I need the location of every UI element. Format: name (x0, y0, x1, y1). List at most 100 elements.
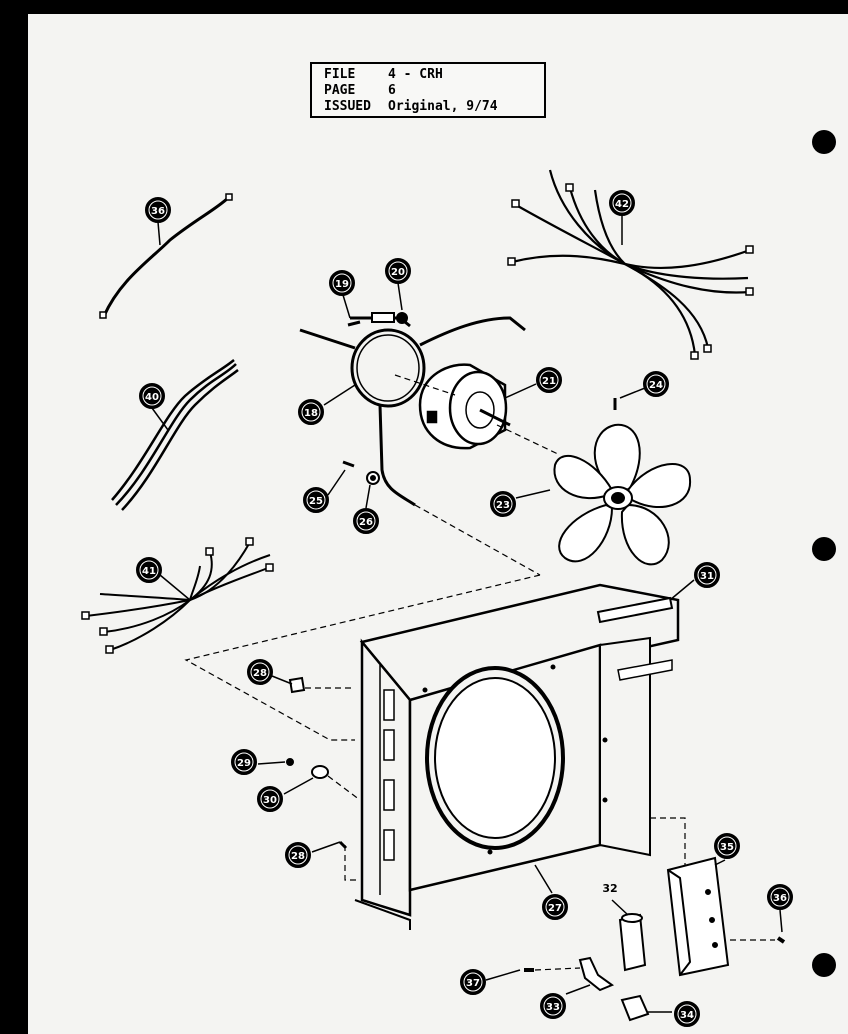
callout-ring (301, 402, 321, 422)
callout-ring (463, 972, 483, 992)
callout-bubbles: 36 42 19 20 18 21 24 40 25 26 23 41 31 28 29 30 28 27 35 32… (136, 190, 793, 1027)
fan-shroud-housing (354, 583, 680, 930)
callout-label: 34 (680, 1010, 694, 1021)
callout-circle (247, 659, 273, 685)
fan-blade (553, 423, 692, 566)
wire-harness-part-mid (111, 359, 239, 511)
callout-ring (388, 261, 408, 281)
callout-19: 19 (329, 270, 355, 296)
callout-27: 27 (542, 894, 568, 920)
callout-21: 21 (536, 367, 562, 393)
callout-label: 26 (359, 517, 373, 528)
callout-35: 35 (714, 833, 740, 859)
title-block-label: PAGE (324, 83, 356, 98)
callout-circle (490, 491, 516, 517)
callout-circle (643, 371, 669, 397)
callout-ring (717, 836, 737, 856)
title-block-label: ISSUED (324, 99, 371, 114)
title-block: FILE 4 - CRH PAGE 6 ISSUED Original, 9/74 (310, 62, 546, 118)
callout-label: 31 (700, 571, 714, 582)
callout-circle (136, 557, 162, 583)
callout-ring (543, 996, 563, 1016)
callout-circle (714, 833, 740, 859)
callout-ring (139, 560, 159, 580)
callout-ring (332, 273, 352, 293)
callout-circle (353, 508, 379, 534)
callout-label: 40 (145, 392, 159, 403)
callout-36: 36 (767, 884, 793, 910)
callout-41: 41 (136, 557, 162, 583)
callout-24: 24 (643, 371, 669, 397)
callout-circle (139, 383, 165, 409)
callout-28: 28 (247, 659, 273, 685)
shroud-hardware (286, 676, 348, 850)
title-block-value: 6 (388, 83, 396, 98)
callout-circle (674, 1001, 700, 1027)
callout-ring (288, 845, 308, 865)
callout-34: 34 (674, 1001, 700, 1027)
callout-ring (646, 374, 666, 394)
callout-label: 30 (263, 795, 277, 806)
callout-circle (460, 969, 486, 995)
callout-label: 36 (773, 893, 787, 904)
callout-label: 29 (237, 758, 251, 769)
callout-31: 31 (694, 562, 720, 588)
title-block-label: FILE (324, 67, 356, 82)
wire-lead-part (99, 193, 233, 319)
callout-26: 26 (353, 508, 379, 534)
callout-25: 25 (303, 487, 329, 513)
callout-20: 20 (385, 258, 411, 284)
callout-ring (148, 200, 168, 220)
callout-circle (694, 562, 720, 588)
callout-ring (770, 887, 790, 907)
callout-32: 32 (602, 882, 617, 895)
callout-23: 23 (490, 491, 516, 517)
wire-harness-part-top (507, 169, 754, 360)
callout-label: 25 (309, 496, 323, 507)
callout-label: 28 (291, 851, 305, 862)
callout-circle (285, 842, 311, 868)
callout-label: 18 (304, 408, 318, 419)
title-block-value: 4 - CRH (388, 67, 443, 82)
callout-ring (539, 370, 559, 390)
callout-ring (677, 1004, 697, 1024)
callout-circle (540, 993, 566, 1019)
title-block-value: Original, 9/74 (388, 99, 498, 114)
callout-circle (767, 884, 793, 910)
callout-label: 21 (542, 376, 556, 387)
callout-ring (356, 511, 376, 531)
callout-label: 37 (466, 978, 480, 989)
callout-36: 36 (145, 197, 171, 223)
binder-hole (812, 130, 836, 154)
callout-42: 42 (609, 190, 635, 216)
callout-circle (609, 190, 635, 216)
callout-ring (260, 789, 280, 809)
callout-28: 28 (285, 842, 311, 868)
title-block-issued: ISSUED Original, 9/74 (324, 99, 544, 115)
fastener-hardware (342, 312, 617, 485)
callout-label: 24 (649, 380, 663, 391)
callout-label: 28 (253, 668, 267, 679)
callout-circle (257, 786, 283, 812)
callout-label: 20 (391, 267, 405, 278)
callout-ring (234, 752, 254, 772)
callout-label: 36 (151, 206, 165, 217)
callout-circle (303, 487, 329, 513)
callout-circle (536, 367, 562, 393)
callout-label: 42 (615, 199, 629, 210)
callout-label: 35 (720, 842, 734, 853)
callout-ring (545, 897, 565, 917)
callout-label: 19 (335, 279, 349, 290)
title-block-file: FILE 4 - CRH (324, 67, 544, 83)
callout-label: 27 (548, 903, 562, 914)
callout-ring (142, 386, 162, 406)
binder-hole (812, 953, 836, 977)
callout-circle (542, 894, 568, 920)
capacitor-assembly (524, 856, 786, 1022)
callout-33: 33 (540, 993, 566, 1019)
callout-label: 32 (602, 882, 617, 895)
callout-18: 18 (298, 399, 324, 425)
callout-ring (493, 494, 513, 514)
assembly-leader-lines (184, 374, 775, 971)
callout-40: 40 (139, 383, 165, 409)
